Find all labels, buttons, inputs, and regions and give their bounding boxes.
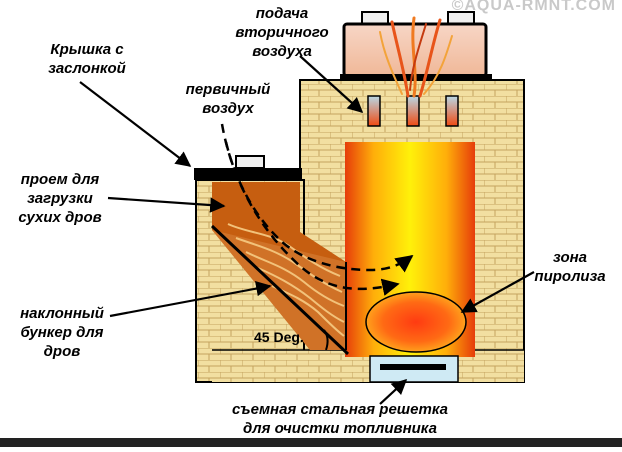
label-grate: съемная стальная решетка для очистки топ…	[232, 401, 448, 437]
callout-arrows	[79, 55, 535, 405]
removable-grate	[369, 355, 459, 383]
label-primary-air: первичный воздух	[185, 81, 271, 117]
pyrolysis-zone-ellipse	[365, 291, 467, 353]
label-angle: 45 Deg.	[254, 329, 304, 345]
airflow-paths	[220, 123, 414, 296]
watermark: ©AQUA-RMNT.COM	[451, 0, 616, 14]
flame-wisps	[379, 16, 453, 98]
label-lid: Крышка с заслонкой	[48, 41, 126, 77]
lid-with-damper	[194, 155, 302, 180]
label-loading-opening: проем для загрузки сухих дров	[18, 171, 102, 226]
bottom-border	[0, 438, 622, 447]
angle-arc	[323, 329, 329, 351]
label-secondary-air: подача вторичного воздуха	[235, 5, 329, 60]
label-pyrolysis-zone: зона пиролиза	[534, 249, 606, 285]
label-inclined-bunker: наклонный бункер для дров	[20, 305, 104, 360]
